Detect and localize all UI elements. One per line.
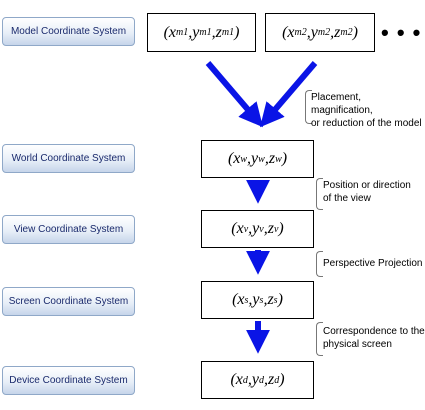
more-models-ellipsis: • • • [381, 20, 422, 45]
arrow-model2-to-world [259, 61, 318, 128]
view-coordinate-system-label: View Coordinate System [2, 215, 135, 244]
note-perspective-projection: Perspective Projection [323, 258, 423, 269]
note-bracket-view-position [316, 178, 323, 210]
note-bracket-placement [305, 90, 312, 124]
note-placement: Placement, magnification, or reduction o… [311, 92, 422, 129]
arrow-model1-to-world [205, 61, 264, 128]
note-view-position: Position or direction of the view [323, 180, 411, 204]
screen-coordinate-system-label: Screen Coordinate System [2, 287, 135, 316]
model-coordinate-system-label: Model Coordinate System [2, 17, 135, 46]
note-bracket-perspective [316, 251, 323, 277]
world-coordinate-system-label: World Coordinate System [2, 144, 135, 173]
note-bracket-physical-screen [316, 322, 323, 356]
device-coordinate-system-label: Device Coordinate System [2, 366, 135, 395]
note-physical-screen: Correspondence to the physical screen [323, 326, 425, 350]
